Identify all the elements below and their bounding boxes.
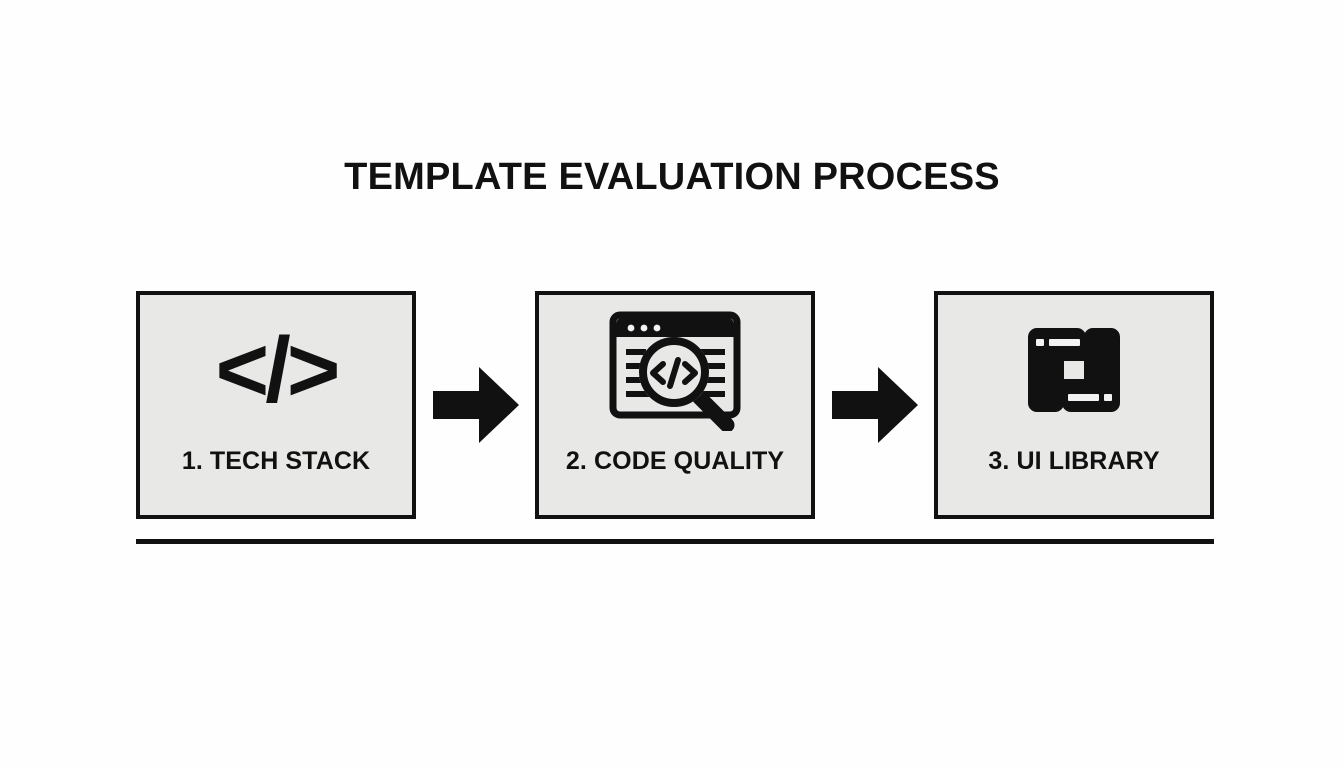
ui-layout-blocks-icon bbox=[938, 295, 1210, 445]
arrow-right-icon bbox=[831, 365, 918, 445]
code-brackets-glyph: </> bbox=[215, 319, 340, 421]
browser-code-magnifier-icon bbox=[539, 295, 811, 445]
step-label-code-quality: 2. CODE QUALITY bbox=[565, 447, 785, 475]
code-brackets-icon: </> bbox=[140, 295, 412, 445]
process-flow-row: </> 1. TECH STACK bbox=[136, 291, 1214, 519]
bottom-rule bbox=[136, 539, 1214, 544]
arrow-right-icon bbox=[432, 365, 519, 445]
step-box-code-quality[interactable]: 2. CODE QUALITY bbox=[535, 291, 815, 519]
step-label-ui-library: 3. UI LIBRARY bbox=[988, 447, 1160, 475]
step-label-tech-stack: 1. TECH STACK bbox=[181, 447, 371, 475]
page-title: TEMPLATE EVALUATION PROCESS bbox=[344, 156, 1000, 198]
step-box-ui-library[interactable]: 3. UI LIBRARY bbox=[934, 291, 1214, 519]
step-box-tech-stack[interactable]: </> 1. TECH STACK bbox=[136, 291, 416, 519]
